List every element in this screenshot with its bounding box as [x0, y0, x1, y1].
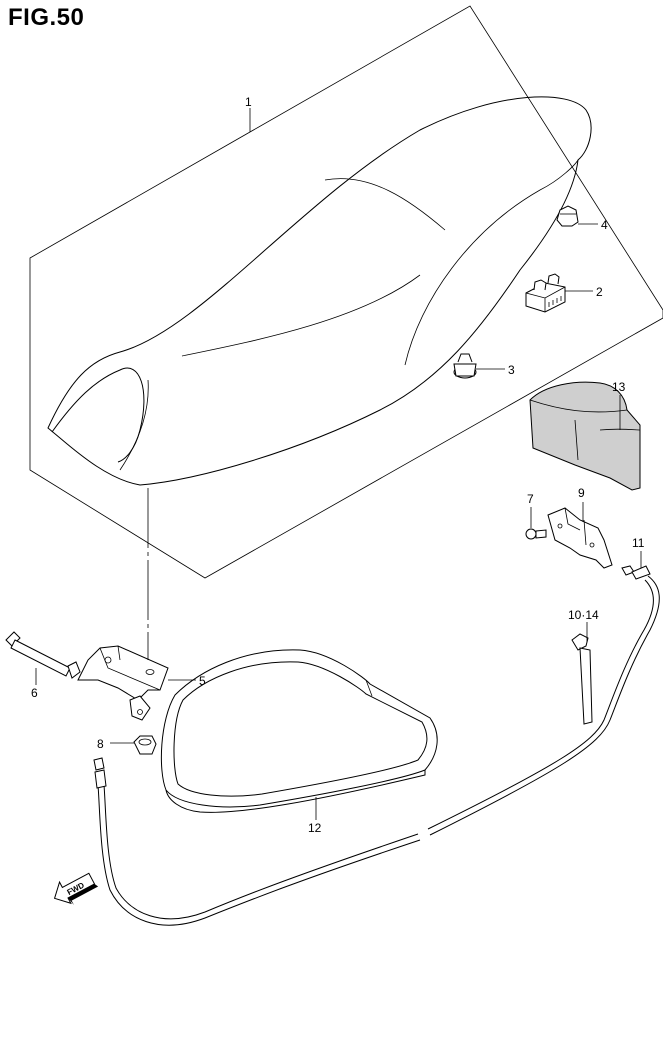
part-6-bolt — [5, 631, 81, 679]
part-11-cable-end — [621, 565, 651, 580]
fwd-arrow-icon: FWD — [53, 872, 99, 905]
callout-1: 1 — [245, 95, 252, 109]
part-7-bolt — [525, 528, 547, 540]
part-13-tray — [529, 381, 641, 491]
seat-lock-cable-left — [97, 784, 421, 926]
seat-assembly — [29, 5, 663, 579]
callout-3: 3 — [508, 363, 515, 377]
seat-side-seam — [119, 379, 149, 471]
callout-2: 2 — [596, 285, 603, 299]
part-5-hinge-bracket — [77, 645, 169, 721]
part-8-grommet — [133, 735, 157, 755]
callout-4: 4 — [601, 218, 608, 232]
part-10-14-clamp — [571, 633, 593, 725]
callout-11: 11 — [632, 536, 645, 550]
seat-outline-box — [29, 5, 663, 579]
seat-body — [47, 96, 592, 486]
seat-stitch-front — [181, 274, 421, 357]
callout-8: 8 — [97, 737, 104, 751]
callout-6: 6 — [31, 686, 38, 700]
seat-lock-cable-right — [429, 575, 660, 836]
part-4-cushion — [556, 205, 579, 227]
callout-9: 9 — [578, 486, 585, 500]
figure-title: FIG.50 — [8, 4, 85, 31]
part-3-cushion — [453, 353, 477, 379]
callout-7: 7 — [527, 492, 534, 506]
callout-5: 5 — [199, 674, 206, 688]
part-12-seal — [160, 649, 438, 813]
cable-front-end — [94, 769, 107, 789]
callout-12: 12 — [308, 821, 322, 835]
callout-13: 13 — [612, 380, 626, 394]
seat-stitch-side — [404, 159, 579, 366]
part-2-cushion-set — [525, 273, 566, 313]
part-9-lock-bracket — [547, 507, 613, 569]
seat-stitch-rear — [324, 178, 446, 231]
callout-10-14: 10·14 — [568, 608, 599, 622]
seat-rear-hump — [51, 367, 145, 463]
